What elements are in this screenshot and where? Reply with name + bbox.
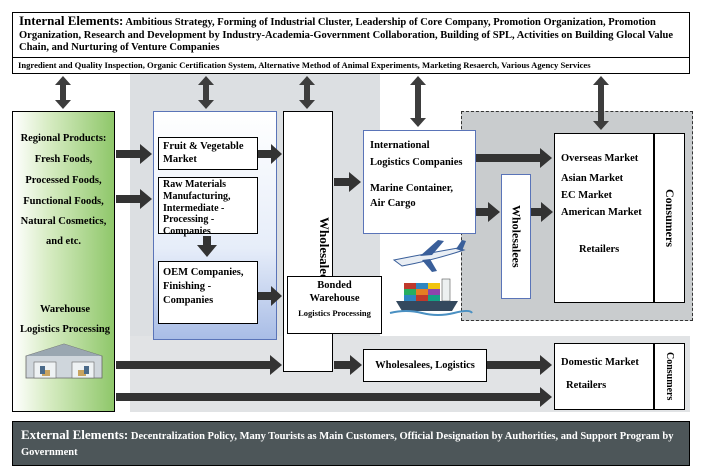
- asian-market-label: Asian Market: [561, 173, 624, 184]
- overseas-market-label: Overseas Market: [561, 153, 639, 164]
- oem-companies-box: OEM Companies, Finishing - Companies: [158, 261, 258, 324]
- double-arrow-1: [55, 76, 71, 109]
- international-logistics-sub: Marine Container, Air Cargo: [370, 183, 454, 209]
- external-elements-label: External Elements:: [21, 427, 129, 442]
- bonded-warehouse-sub: Logistics Processing: [298, 308, 371, 318]
- american-market-label: American Market: [561, 207, 642, 218]
- regional-products-title: Regional Products:: [20, 133, 107, 144]
- bonded-warehouse-title: Bonded Warehouse: [309, 280, 360, 304]
- internal-services-text: Ingredient and Quality Inspection, Organ…: [18, 60, 591, 70]
- domestic-market-box: Domestic Market Retailers: [554, 343, 654, 410]
- wholesalees-logistics-label: Wholesalees, Logistics: [375, 360, 475, 371]
- internal-divider: [12, 57, 690, 59]
- warehouse-label: Warehouse Logistics Processing: [20, 304, 110, 335]
- external-elements-bar: External Elements: Decentralization Poli…: [12, 421, 690, 466]
- consumers-top-label: Consumers: [663, 188, 677, 247]
- bonded-warehouse-box: Bonded Warehouse Logistics Processing: [287, 276, 382, 334]
- container-ship-icon: [389, 278, 473, 316]
- wholesalees-intl-label: Wholesalees: [509, 205, 524, 268]
- internal-elements-label: Internal Elements:: [19, 13, 124, 28]
- wholesalees-intl-box: Wholesalees: [501, 174, 531, 299]
- consumers-bottom-box: Consumers: [654, 343, 685, 410]
- wholesalees-logistics-box: Wholesalees, Logistics: [363, 349, 487, 382]
- overseas-retailers-label: Retailers: [579, 244, 620, 255]
- consumers-bottom-label: Consumers: [664, 352, 675, 401]
- oem-companies-label: OEM Companies, Finishing - Companies: [163, 267, 244, 306]
- wholesalees-column-label: Wholesalees: [317, 216, 332, 285]
- overseas-market-box: Overseas Market Asian Market EC Market A…: [554, 133, 654, 303]
- regional-item-3: Functional Foods,: [23, 196, 104, 207]
- international-logistics-title: International Logistics Companies: [370, 140, 463, 168]
- internal-elements-text: Ambitious Strategy, Forming of Industria…: [19, 17, 674, 53]
- ec-market-label: EC Market: [561, 190, 613, 201]
- double-arrow-4: [410, 76, 426, 127]
- regional-item-5: and etc.: [46, 236, 81, 247]
- fruit-vegetable-market-label: Fruit & Vegetable Market: [163, 141, 244, 165]
- external-elements-text: Decentralization Policy, Many Tourists a…: [21, 431, 674, 458]
- raw-materials-label: Raw Materials Manufacturing, Intermediat…: [163, 179, 231, 238]
- regional-item-1: Fresh Foods,: [34, 154, 93, 165]
- raw-materials-box: Raw Materials Manufacturing, Intermediat…: [158, 177, 258, 237]
- internal-elements-box: Internal Elements: Ambitious Strategy, F…: [12, 12, 690, 74]
- international-logistics-box: International Logistics Companies Marine…: [363, 130, 476, 234]
- airplane-icon: [392, 240, 466, 272]
- fruit-vegetable-market-box: Fruit & Vegetable Market: [158, 137, 258, 170]
- domestic-retailers-label: Retailers: [566, 380, 607, 391]
- regional-item-2: Processed Foods,: [25, 175, 102, 186]
- consumers-top-box: Consumers: [654, 133, 685, 303]
- domestic-market-label: Domestic Market: [561, 357, 639, 368]
- regional-item-4: Natural Cosmetics,: [20, 216, 107, 227]
